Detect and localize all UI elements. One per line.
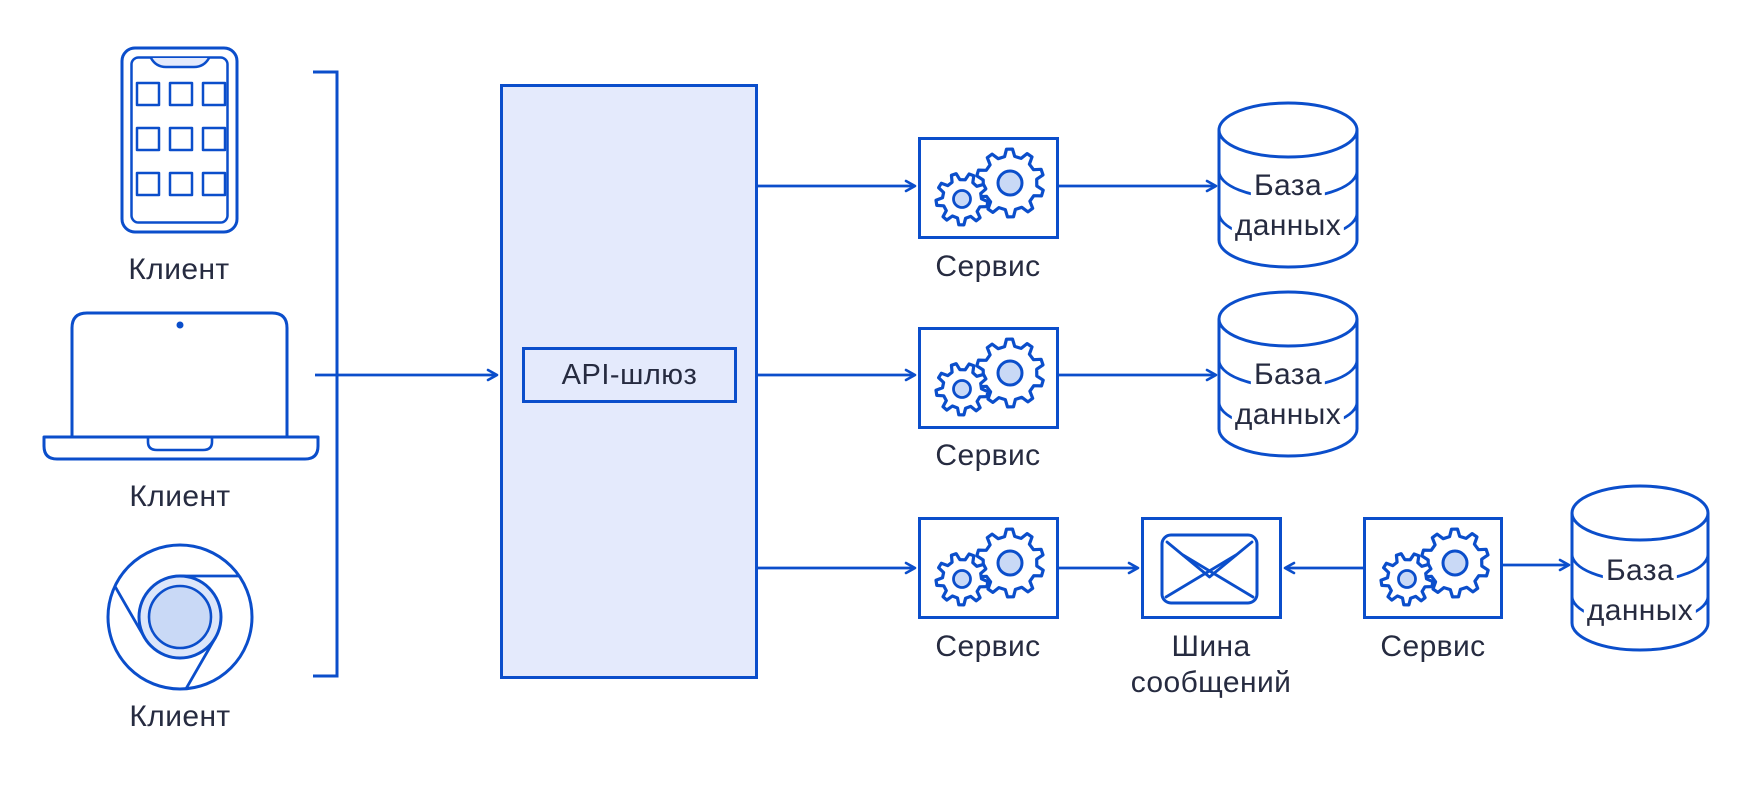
database-label-3: База данных [1583,551,1697,631]
database-label-2: База данных [1231,355,1345,435]
client-label-1: Клиент [128,253,230,286]
service-label-4: Сервис [1380,630,1486,663]
client-label-3: Клиент [129,700,231,733]
database-label-1: База данных [1231,166,1345,246]
message-bus-label-line2: сообщений [1130,666,1292,699]
database-label-2-line2: данных [1231,395,1345,435]
service-box-3 [918,517,1059,619]
database-label-3-line1: База [1602,551,1678,591]
service-label-3: Сервис [935,630,1041,663]
laptop-icon [42,311,320,461]
database-label-3-line2: данных [1583,591,1697,631]
message-bus-label: Шина сообщений [1131,629,1292,701]
service-box-2 [918,327,1059,429]
service-label-1: Сервис [935,250,1041,283]
api-gateway-label: API-шлюз [561,358,698,391]
service-box-4 [1363,517,1503,619]
service-box-1 [918,137,1059,239]
clients-bracket [313,70,339,678]
message-bus-label-line1: Шина [1171,630,1251,663]
api-gateway-box: API-шлюз [522,347,737,403]
message-bus-box [1141,517,1282,619]
service-label-2: Сервис [935,439,1041,472]
client-label-2: Клиент [129,480,231,513]
smartphone-icon [120,46,239,234]
database-label-1-line2: данных [1231,206,1345,246]
database-label-2-line1: База [1250,355,1326,395]
database-label-1-line1: База [1250,166,1326,206]
browser-icon [106,543,254,691]
